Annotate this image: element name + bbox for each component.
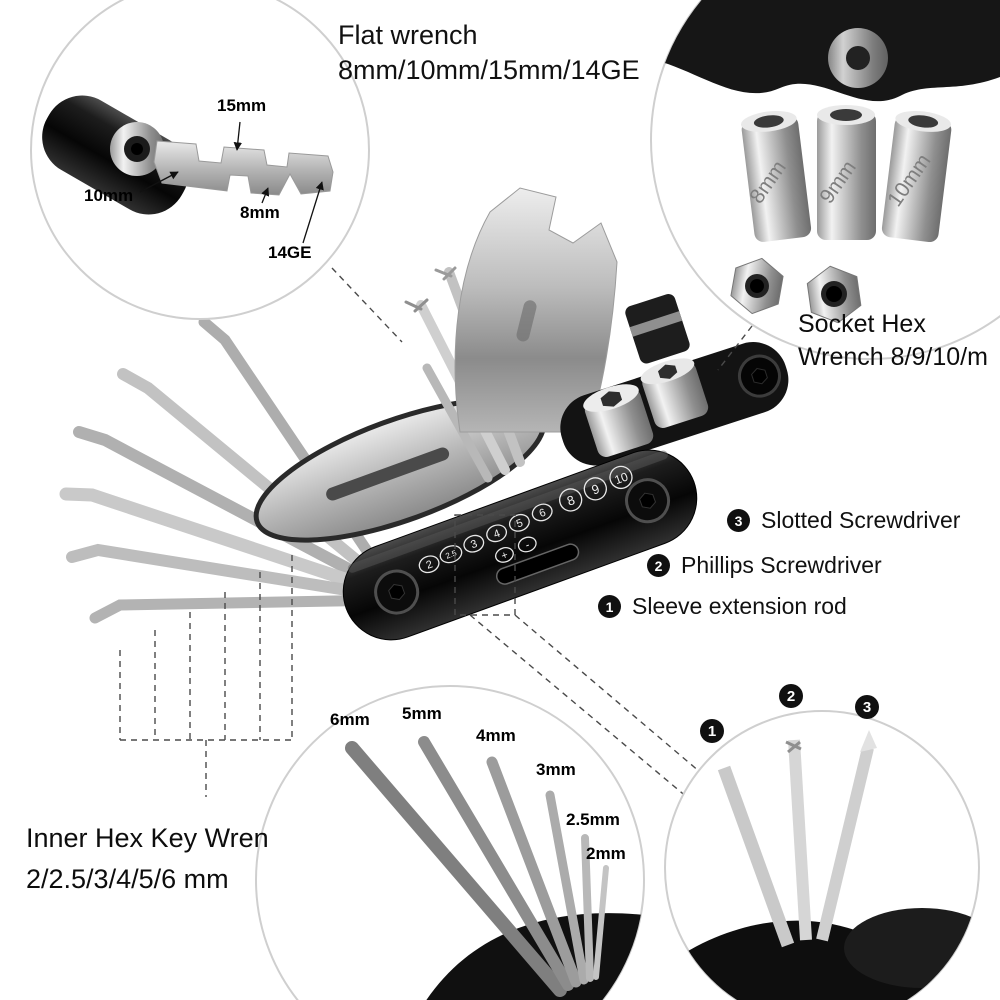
socket-8mm: [740, 110, 812, 242]
side-plate: [253, 397, 547, 543]
feature-badge-1: 1: [598, 595, 621, 618]
hex-nut: [806, 265, 862, 324]
feature-phillips-screwdriver: 2 Phillips Screwdriver: [647, 552, 882, 579]
handle-marking: -: [524, 539, 532, 552]
hex-key-title-line1: Inner Hex Key Wren: [26, 823, 269, 853]
dashed-connectors: [119, 267, 753, 799]
callout-socket: 8mm 9mm 10mm: [650, 0, 1000, 360]
extension-rod-bit: [717, 765, 795, 948]
handle-marking: 5: [515, 517, 525, 530]
phillips-bit: [785, 739, 812, 941]
feature-badge-3: 3: [727, 509, 750, 532]
hex-label-2mm: 2mm: [586, 844, 626, 863]
socket-on-tool: [583, 384, 654, 457]
hex-label-3mm: 3mm: [536, 760, 576, 779]
handle-marking: 10: [613, 469, 631, 487]
handle-marking: +: [500, 549, 510, 562]
tool-handle: 2 2.5 3 4 5 6 8 9 10 + -: [342, 449, 698, 641]
socket-10mm: [881, 110, 952, 243]
hex-nut: [730, 257, 784, 315]
handle-marking: 4: [492, 528, 502, 541]
handle-marking: 3: [469, 538, 479, 551]
hex-label-6mm: 6mm: [330, 710, 370, 729]
spoke-wrench-plate: [454, 187, 618, 433]
callout-hex-keys: [255, 685, 645, 1000]
feature-label: Phillips Screwdriver: [681, 552, 882, 578]
label-10mm: 10mm: [84, 186, 134, 205]
marking-ovals: [418, 465, 633, 574]
socket-arm: [560, 342, 789, 466]
marking-numbers: 2 2.5 3 4 5 6 8 9 10 + -: [425, 469, 631, 572]
socket-on-tool: [640, 358, 709, 428]
flat-wrench-blade: [153, 140, 334, 196]
flat-wrench-pointers: [139, 121, 324, 244]
socket-adapter: [625, 293, 690, 364]
callout-bits: [664, 710, 980, 1000]
hex-key-title-line2: 2/2.5/3/4/5/6 mm: [26, 863, 229, 894]
bit-badge-2: 2: [779, 684, 803, 708]
multi-tool: 2 2.5 3 4 5 6 8 9 10 + -: [59, 187, 789, 641]
flat-wrench-title-line2: 8mm/10mm/15mm/14GE: [338, 55, 640, 86]
socket-title: Socket Hex Wrench 8/9/10/m: [798, 308, 988, 373]
flat-wrench-title: Flat wrench 8mm/10mm/15mm/14GE: [338, 18, 640, 88]
feature-label: Sleeve extension rod: [632, 593, 847, 619]
hex-key-title: Inner Hex Key Wren 2/2.5/3/4/5/6 mm: [26, 818, 269, 899]
handle-marking: 6: [538, 507, 548, 520]
label-14ge: 14GE: [268, 243, 312, 262]
handle-marking: 8: [565, 492, 577, 509]
bit-badge-1: 1: [700, 719, 724, 743]
flat-wrench-title-line1: Flat wrench: [338, 20, 478, 50]
hex-label-2-5mm: 2.5mm: [566, 810, 620, 829]
socket-9mm: [817, 105, 876, 240]
label-8mm: 8mm: [240, 203, 280, 222]
hex-label-4mm: 4mm: [476, 726, 516, 745]
socket-title-line1: Socket Hex: [798, 310, 926, 338]
feature-label: Slotted Screwdriver: [761, 507, 961, 533]
bit-badge-3: 3: [855, 695, 879, 719]
feature-slotted-screwdriver: 3 Slotted Screwdriver: [727, 507, 960, 534]
callout-flat-wrench: [30, 0, 370, 320]
socket-title-line2: Wrench 8/9/10/m: [798, 342, 988, 371]
feature-badge-2: 2: [647, 554, 670, 577]
handle-marking: 2: [425, 559, 435, 572]
handle-marking: 9: [590, 481, 602, 498]
feature-sleeve-extension-rod: 1 Sleeve extension rod: [598, 593, 847, 620]
slotted-bit: [816, 730, 877, 942]
label-15mm: 15mm: [217, 96, 267, 115]
hex-keys-spread: [345, 736, 609, 997]
hex-label-5mm: 5mm: [402, 704, 442, 723]
